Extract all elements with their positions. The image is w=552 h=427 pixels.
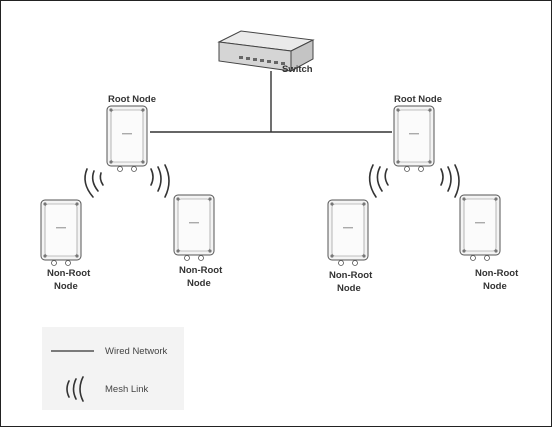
non-root-node-2-label: Non-Root Node [179, 265, 225, 289]
mesh-link-waves-left-b [150, 164, 170, 198]
non-root-node-1-label: Non-Root Node [47, 268, 93, 292]
non-root-node-3-label: Non-Root Node [329, 270, 375, 294]
mesh-link-waves-right-a [368, 164, 389, 198]
network-switch-icon [217, 30, 315, 72]
switch-label: Switch [282, 64, 313, 75]
root-node-left-label: Root Node [108, 94, 156, 105]
mesh-link-legend-label: Mesh Link [105, 384, 149, 395]
non-root-node-2-icon [173, 194, 215, 261]
mesh-link-legend-icon [66, 376, 84, 402]
root-node-right-label: Root Node [394, 94, 442, 105]
non-root-node-4-icon [459, 194, 501, 261]
non-root-node-4-label: Non-Root Node [475, 268, 521, 292]
root-node-right-icon [393, 105, 435, 172]
mesh-link-waves-right-b [440, 164, 460, 198]
wired-network-legend-label: Wired Network [105, 346, 168, 357]
non-root-node-1-icon [40, 199, 82, 266]
root-node-left-icon [106, 105, 148, 172]
mesh-link-waves-left-a [84, 168, 104, 198]
non-root-node-3-icon [327, 199, 369, 266]
legend-box [42, 327, 184, 410]
